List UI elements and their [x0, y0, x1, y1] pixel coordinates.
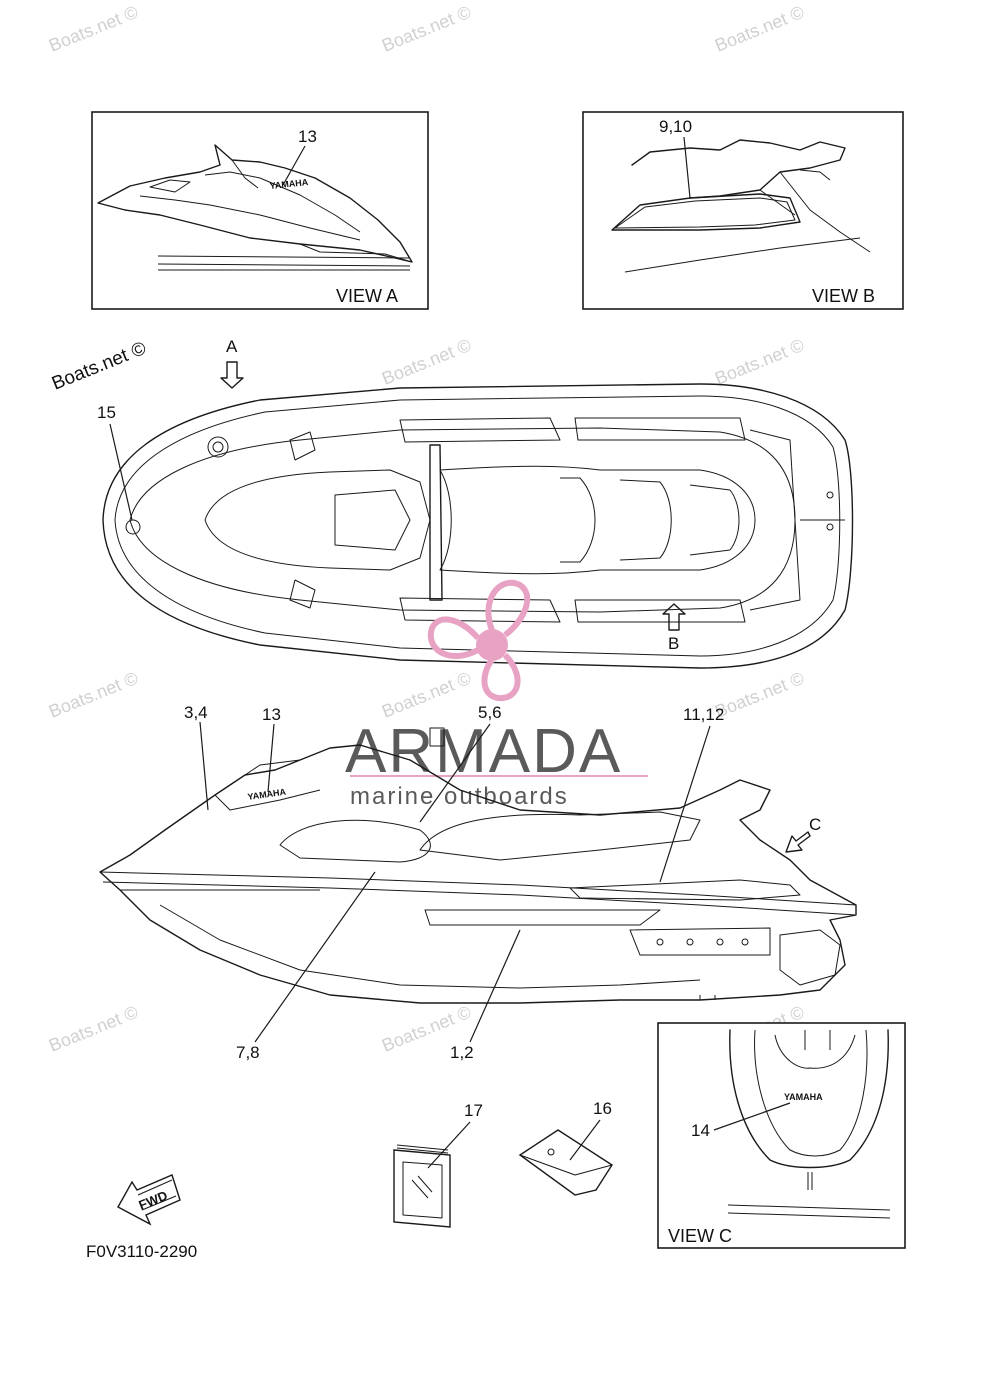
- watermark: Boats.net ©: [46, 2, 141, 56]
- view-a-label: VIEW A: [336, 286, 398, 306]
- view-c-callout: 14: [691, 1121, 710, 1140]
- part-16-drawing: [518, 1129, 613, 1196]
- side-view-arrow-c-label: C: [809, 815, 821, 834]
- top-view-arrow-b-label: B: [668, 634, 679, 653]
- callout-16: 16: [593, 1099, 612, 1118]
- view-b-panel: 9,10 VIEW B: [582, 111, 904, 310]
- callout-1-2: 1,2: [450, 1043, 474, 1062]
- view-b-callout: 9,10: [659, 117, 692, 136]
- watermark: Boats.net ©: [712, 2, 807, 56]
- armada-logo: ARMADA marine outboards: [345, 579, 648, 810]
- callout-17: 17: [464, 1101, 483, 1120]
- view-b-label: VIEW B: [812, 286, 875, 306]
- view-a-callout: 13: [298, 127, 317, 146]
- watermark: Boats.net ©: [712, 335, 807, 389]
- fwd-arrow-icon: FWD: [117, 1174, 181, 1226]
- callout-11-12: 11,12: [683, 705, 724, 724]
- logo-name: ARMADA: [345, 717, 622, 786]
- view-b-seat-drawing: [611, 139, 871, 273]
- view-c-panel: YAMAHA 14 VIEW C: [657, 1022, 906, 1249]
- watermark: Boats.net ©: [379, 668, 474, 722]
- side-view-drawing: [99, 727, 857, 1004]
- watermark: Boats.net ©: [712, 668, 807, 722]
- view-a-hull-drawing: [97, 144, 413, 271]
- watermark: Boats.net ©: [46, 1002, 141, 1056]
- arrow-b-icon: [662, 603, 686, 631]
- top-view-arrow-a-label: A: [226, 337, 238, 356]
- yamaha-bow-decal-text: YAMAHA: [784, 1092, 823, 1102]
- callout-3-4: 3,4: [184, 703, 208, 722]
- watermark: Boats.net ©: [379, 2, 474, 56]
- propeller-icon: [427, 579, 531, 702]
- arrow-a-icon: [220, 361, 244, 389]
- view-a-panel: YAMAHA 13 VIEW A: [91, 111, 429, 310]
- callout-7-8: 7,8: [236, 1043, 260, 1062]
- arrow-c-icon: [785, 831, 811, 853]
- callout-13: 13: [262, 705, 281, 724]
- callout-5-6: 5,6: [478, 703, 502, 722]
- watermark: Boats.net ©: [379, 335, 474, 389]
- top-view-drawing: [102, 383, 854, 669]
- yamaha-decal-text: YAMAHA: [269, 177, 309, 191]
- watermark-dark: Boats.net ©: [49, 338, 149, 395]
- watermark: Boats.net ©: [46, 668, 141, 722]
- view-c-bow-drawing: [727, 1029, 891, 1219]
- logo-tagline: marine outboards: [350, 783, 569, 810]
- callout-15: 15: [97, 403, 116, 422]
- view-c-label: VIEW C: [668, 1226, 732, 1246]
- part-code: F0V3110-2290: [86, 1242, 197, 1261]
- part-17-drawing: [393, 1144, 451, 1228]
